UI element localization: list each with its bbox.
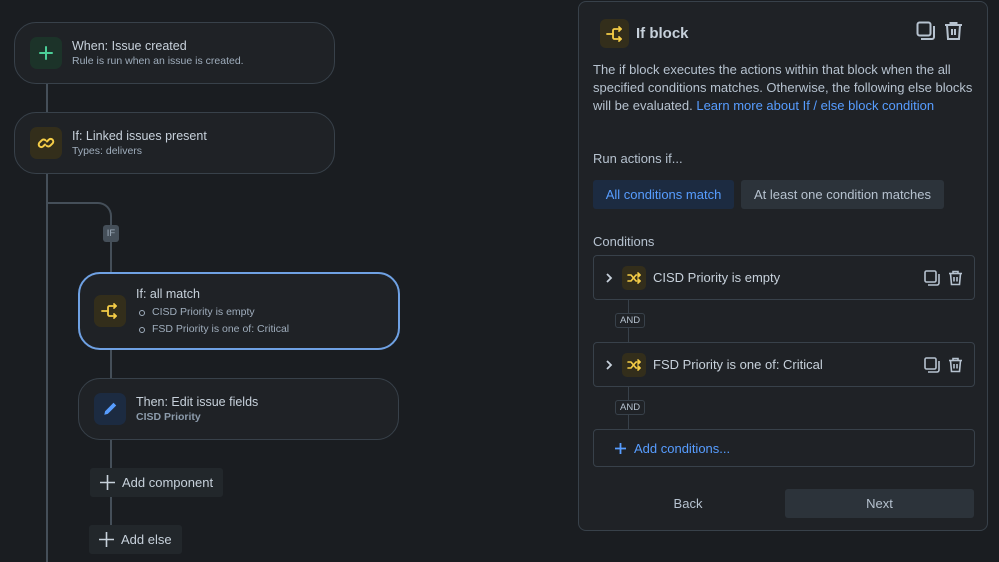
plus-icon — [100, 475, 115, 490]
branch-icon — [94, 295, 126, 327]
copy-icon — [916, 21, 935, 40]
panel-header: If block — [600, 19, 689, 48]
duplicate-condition-button[interactable] — [924, 269, 940, 286]
if-block-condition: FSD Priority is one of: Critical — [136, 321, 289, 338]
connector-line — [110, 349, 112, 379]
trash-icon — [949, 270, 962, 285]
branch-connector — [47, 202, 112, 232]
if-block-condition: CISD Priority is empty — [136, 304, 289, 321]
branch-icon — [600, 19, 629, 48]
expand-chevron-icon[interactable] — [596, 359, 622, 370]
edit-issue-card[interactable]: Then: Edit issue fields CISD Priority — [78, 378, 399, 440]
condition-label: FSD Priority is one of: Critical — [653, 357, 823, 372]
plus-icon — [99, 532, 114, 547]
and-badge: AND — [615, 313, 646, 328]
connector-line — [110, 497, 112, 526]
shuffle-icon — [622, 265, 646, 290]
if-badge: IF — [103, 225, 119, 242]
run-actions-label: Run actions if... — [593, 151, 683, 166]
add-else-label: Add else — [121, 532, 172, 547]
delete-button[interactable] — [944, 21, 963, 41]
trash-icon — [945, 22, 962, 40]
add-conditions-button[interactable]: Add conditions... — [593, 429, 975, 467]
conditions-label: Conditions — [593, 234, 655, 249]
delete-condition-button[interactable] — [948, 357, 963, 373]
link-icon — [30, 127, 62, 159]
copy-icon — [924, 269, 940, 286]
duplicate-condition-button[interactable] — [924, 356, 940, 373]
pencil-icon — [94, 393, 126, 425]
panel-description: The if block executes the actions within… — [593, 62, 973, 113]
linked-issues-card[interactable]: If: Linked issues present Types: deliver… — [14, 112, 335, 174]
shuffle-icon — [622, 352, 646, 377]
connector-line — [46, 173, 48, 562]
add-component-label: Add component — [122, 475, 214, 490]
all-conditions-match-option[interactable]: All conditions match — [593, 180, 734, 209]
edit-issue-subtitle: CISD Priority — [136, 411, 201, 423]
add-else-button[interactable]: Add else — [89, 525, 182, 554]
copy-icon — [924, 356, 940, 373]
delete-condition-button[interactable] — [948, 270, 963, 286]
trash-icon — [949, 357, 962, 372]
add-conditions-label: Add conditions... — [634, 440, 731, 456]
plus-icon — [30, 37, 62, 69]
trigger-card[interactable]: When: Issue created Rule is run when an … — [14, 22, 335, 84]
back-button[interactable]: Back — [673, 496, 703, 511]
trigger-title: When: Issue created — [72, 39, 187, 53]
plus-icon — [615, 442, 626, 454]
panel-title: If block — [636, 25, 689, 42]
if-block-conditions: CISD Priority is empty FSD Priority is o… — [136, 304, 289, 338]
linked-issues-title: If: Linked issues present — [72, 129, 207, 143]
next-button[interactable]: Next — [785, 489, 974, 518]
at-least-one-condition-option[interactable]: At least one condition matches — [741, 180, 944, 209]
connector-line — [46, 83, 48, 113]
trigger-subtitle: Rule is run when an issue is created. — [72, 55, 244, 67]
add-component-button[interactable]: Add component — [90, 468, 224, 497]
if-block-panel: If block The if block executes the actio… — [578, 1, 988, 531]
condition-row[interactable]: CISD Priority is empty — [593, 255, 975, 300]
if-block-title: If: all match — [136, 286, 200, 301]
duplicate-button[interactable] — [916, 21, 936, 41]
connector-line — [110, 240, 112, 272]
linked-issues-subtitle: Types: delivers — [72, 145, 143, 157]
expand-chevron-icon[interactable] — [596, 272, 622, 283]
condition-row[interactable]: FSD Priority is one of: Critical — [593, 342, 975, 387]
if-block-card[interactable]: If: all match CISD Priority is empty FSD… — [78, 272, 400, 350]
learn-more-link[interactable]: Learn more about If / else block conditi… — [696, 98, 935, 113]
and-badge: AND — [615, 400, 646, 415]
connector-line — [110, 439, 112, 469]
edit-issue-title: Then: Edit issue fields — [136, 395, 259, 409]
condition-label: CISD Priority is empty — [653, 270, 781, 285]
